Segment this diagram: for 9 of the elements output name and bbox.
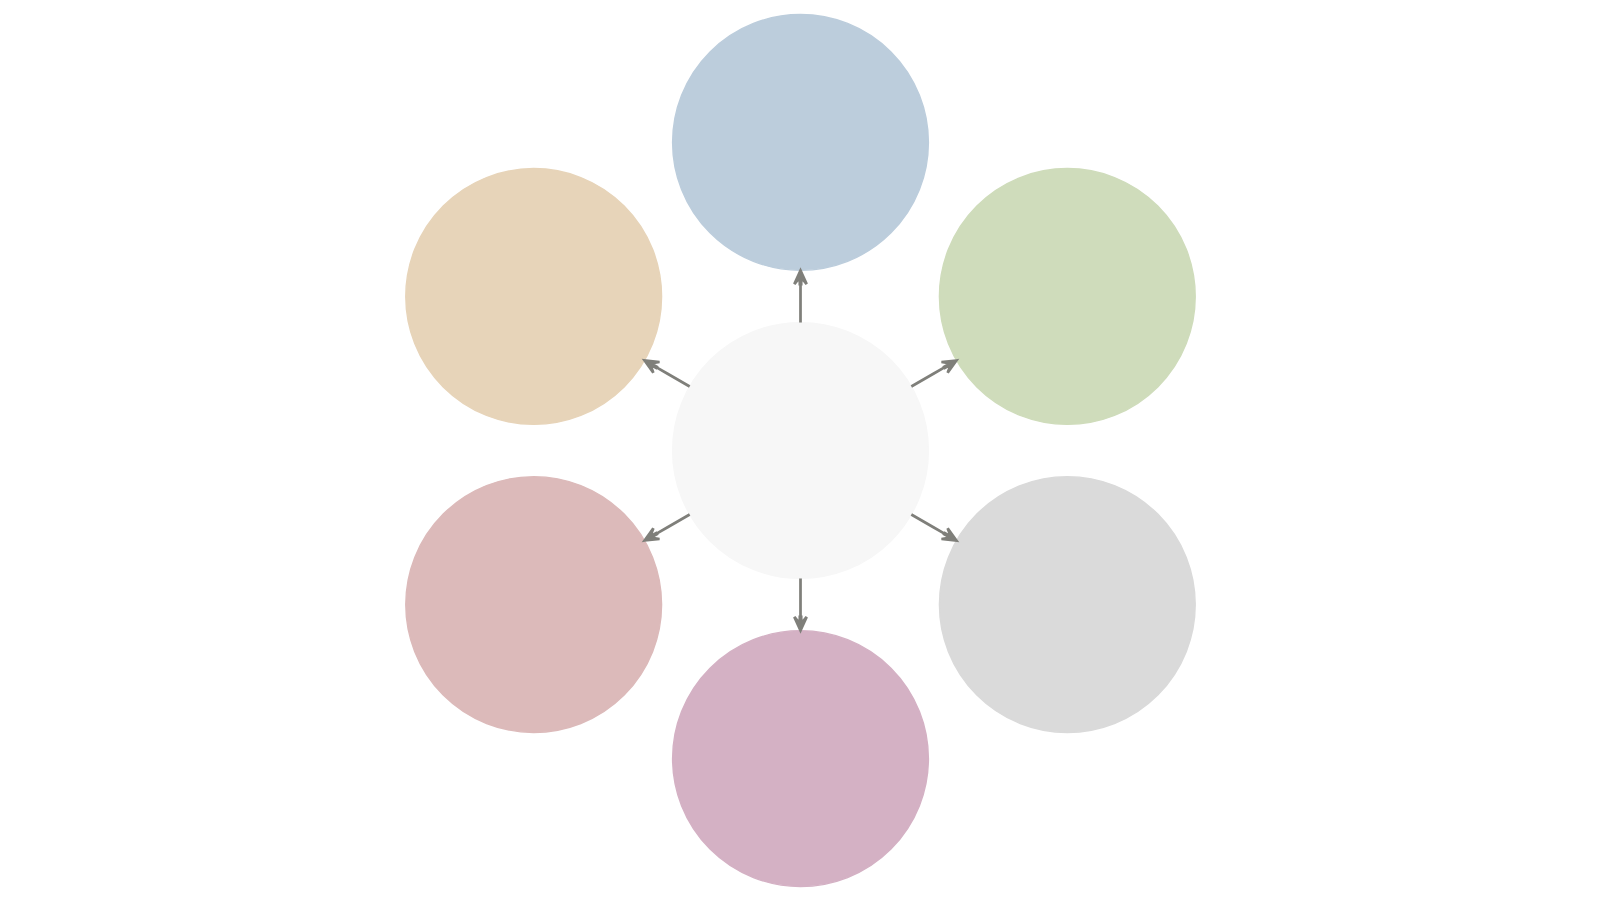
node-circle — [671, 321, 929, 579]
arrow — [792, 578, 808, 632]
node-circle — [671, 13, 929, 271]
arrow — [642, 358, 690, 388]
arrow — [910, 358, 958, 388]
arrow — [910, 512, 958, 542]
arrow — [792, 268, 808, 322]
arrow — [642, 512, 690, 542]
node-circle — [671, 629, 929, 887]
